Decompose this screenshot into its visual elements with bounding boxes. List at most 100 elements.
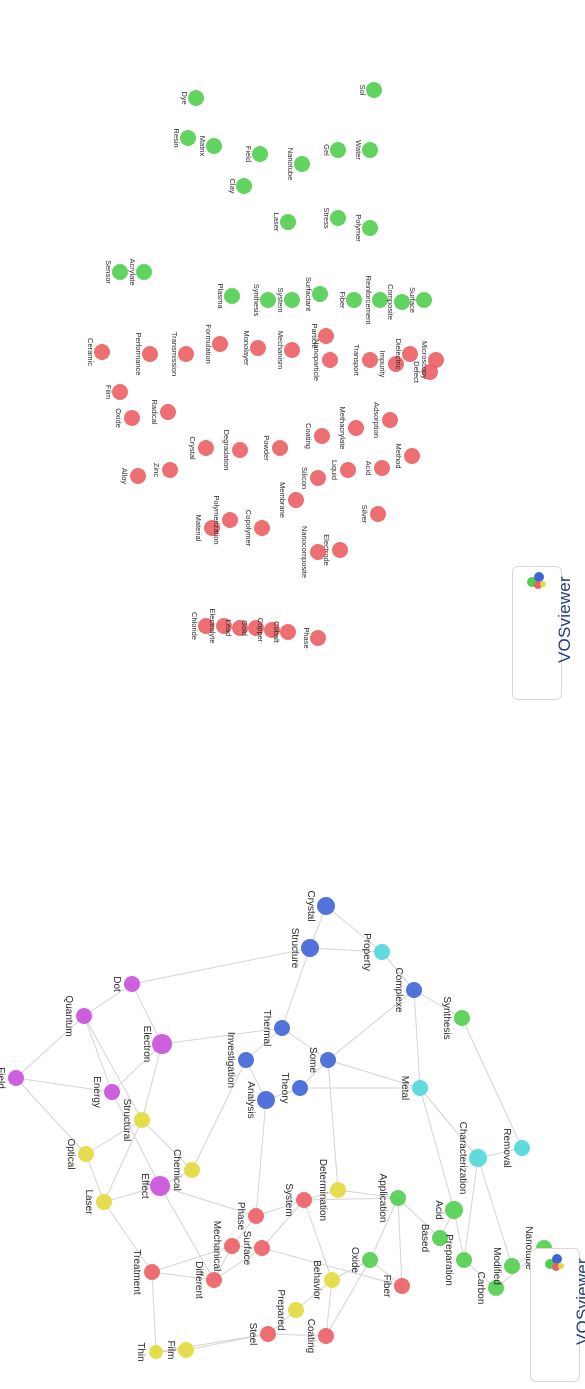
node-radical[interactable]: Radical	[150, 399, 176, 425]
node-acid[interactable]: Acid	[364, 460, 390, 476]
node-investigation[interactable]: Investigation	[225, 1032, 254, 1088]
node-chloride[interactable]: Chloride	[190, 612, 214, 640]
node-circle[interactable]	[198, 440, 214, 456]
node-circle[interactable]	[149, 1345, 163, 1359]
node-circle[interactable]	[322, 352, 338, 368]
node-field[interactable]: Field	[244, 146, 268, 162]
node-behavior[interactable]: Behavior	[311, 1260, 340, 1300]
node-structural[interactable]: Structural	[121, 1099, 150, 1142]
node-circle[interactable]	[112, 264, 128, 280]
node-sensor[interactable]: Sensor	[104, 260, 128, 284]
node-circle[interactable]	[78, 1146, 94, 1162]
node-circle[interactable]	[314, 428, 330, 444]
node-characterization[interactable]: Characterization	[457, 1122, 487, 1195]
node-acrylate[interactable]: Acrylate	[128, 258, 152, 286]
node-transport[interactable]: Transport	[352, 344, 378, 377]
node-reinforcement[interactable]: Reinforcement	[364, 276, 388, 326]
node-circle[interactable]	[124, 976, 140, 992]
node-circle[interactable]	[394, 294, 410, 310]
node-circle[interactable]	[76, 1008, 92, 1024]
node-fiber[interactable]: Fiber	[338, 291, 362, 309]
node-some[interactable]: Some	[307, 1047, 336, 1074]
node-circle[interactable]	[454, 1010, 470, 1026]
node-clay[interactable]: Clay	[228, 178, 252, 194]
node-circle[interactable]	[130, 468, 146, 484]
node-effect[interactable]: Effect	[139, 1173, 170, 1199]
node-method[interactable]: Method	[394, 443, 420, 469]
node-stress[interactable]: Stress	[322, 207, 346, 229]
node-prepared[interactable]: Prepared	[275, 1289, 304, 1331]
node-polymerization[interactable]: Polymerization	[212, 495, 238, 545]
node-circle[interactable]	[292, 1080, 308, 1096]
node-particle[interactable]: Particle	[310, 323, 334, 349]
node-oxide[interactable]: Oxide	[114, 408, 140, 428]
node-ceramic[interactable]: Ceramic	[86, 338, 110, 366]
node-mechanism[interactable]: Mechanism	[276, 331, 300, 369]
node-chemical[interactable]: Chemical	[171, 1149, 200, 1191]
node-circle[interactable]	[274, 1020, 290, 1036]
node-circle[interactable]	[104, 1084, 120, 1100]
node-circle[interactable]	[370, 506, 386, 522]
node-crystal[interactable]: Crystal	[188, 436, 214, 460]
node-circle[interactable]	[280, 214, 296, 230]
node-circle[interactable]	[348, 420, 364, 436]
node-structure[interactable]: Structure	[289, 928, 319, 969]
node-sol[interactable]: Sol	[358, 82, 382, 98]
node-formulation[interactable]: Formulation	[204, 324, 228, 364]
node-property[interactable]: Property	[361, 933, 390, 971]
node-circle[interactable]	[250, 340, 266, 356]
node-circle[interactable]	[394, 1278, 410, 1294]
node-preparation[interactable]: Preparation	[443, 1234, 472, 1286]
node-adsorption[interactable]: Adsorption	[372, 402, 398, 438]
node-membrane[interactable]: Membrane	[278, 482, 304, 518]
node-complexe[interactable]: Complexe	[393, 967, 422, 1013]
node-metal[interactable]: Metal	[399, 1076, 428, 1100]
node-circle[interactable]	[294, 156, 310, 172]
node-film[interactable]: Film	[165, 1341, 194, 1360]
node-circle[interactable]	[144, 1264, 160, 1280]
node-defect[interactable]: Defect	[412, 361, 438, 384]
node-circle[interactable]	[224, 288, 240, 304]
node-powder[interactable]: Powder	[262, 435, 288, 461]
node-circle[interactable]	[178, 1342, 194, 1358]
node-mechanical[interactable]: Mechanical	[211, 1221, 240, 1272]
node-circle[interactable]	[412, 1080, 428, 1096]
node-circle[interactable]	[374, 460, 390, 476]
node-circle[interactable]	[320, 1052, 336, 1068]
node-system[interactable]: System	[283, 1183, 312, 1217]
node-zinc[interactable]: Zinc	[152, 462, 178, 478]
node-monolayer[interactable]: Monolayer	[242, 330, 266, 366]
node-circle[interactable]	[310, 470, 326, 486]
node-circle[interactable]	[222, 512, 238, 528]
node-circle[interactable]	[124, 410, 140, 426]
node-circle[interactable]	[312, 286, 328, 302]
node-circle[interactable]	[96, 1194, 112, 1210]
node-phase[interactable]: Phase	[235, 1202, 264, 1231]
node-circle[interactable]	[8, 1070, 24, 1086]
node-coating[interactable]: Coating	[304, 423, 330, 449]
node-circle[interactable]	[317, 897, 335, 915]
node-circle[interactable]	[152, 1034, 172, 1054]
node-circle[interactable]	[416, 292, 432, 308]
node-oxide[interactable]: Oxide	[349, 1247, 378, 1274]
node-circle[interactable]	[112, 384, 128, 400]
node-circle[interactable]	[382, 412, 398, 428]
node-circle[interactable]	[318, 1328, 334, 1344]
node-laser[interactable]: Laser	[83, 1189, 112, 1215]
node-circle[interactable]	[428, 352, 444, 368]
node-surface[interactable]: Surface	[408, 287, 432, 313]
node-circle[interactable]	[310, 544, 326, 560]
node-circle[interactable]	[260, 292, 276, 308]
node-material[interactable]: Material	[194, 515, 220, 542]
node-application[interactable]: Application	[377, 1174, 406, 1223]
node-circle[interactable]	[362, 352, 378, 368]
node-analysis[interactable]: Analysis	[245, 1081, 275, 1119]
node-circle[interactable]	[257, 1091, 275, 1109]
node-circle[interactable]	[188, 90, 204, 106]
node-surfactant[interactable]: Surfactant	[304, 277, 328, 312]
node-impurity[interactable]: Impurity	[378, 351, 404, 378]
node-optical[interactable]: Optical	[65, 1138, 94, 1170]
node-circle[interactable]	[142, 346, 158, 362]
node-alloy[interactable]: Alloy	[120, 468, 146, 485]
node-dye[interactable]: Dye	[180, 90, 204, 106]
